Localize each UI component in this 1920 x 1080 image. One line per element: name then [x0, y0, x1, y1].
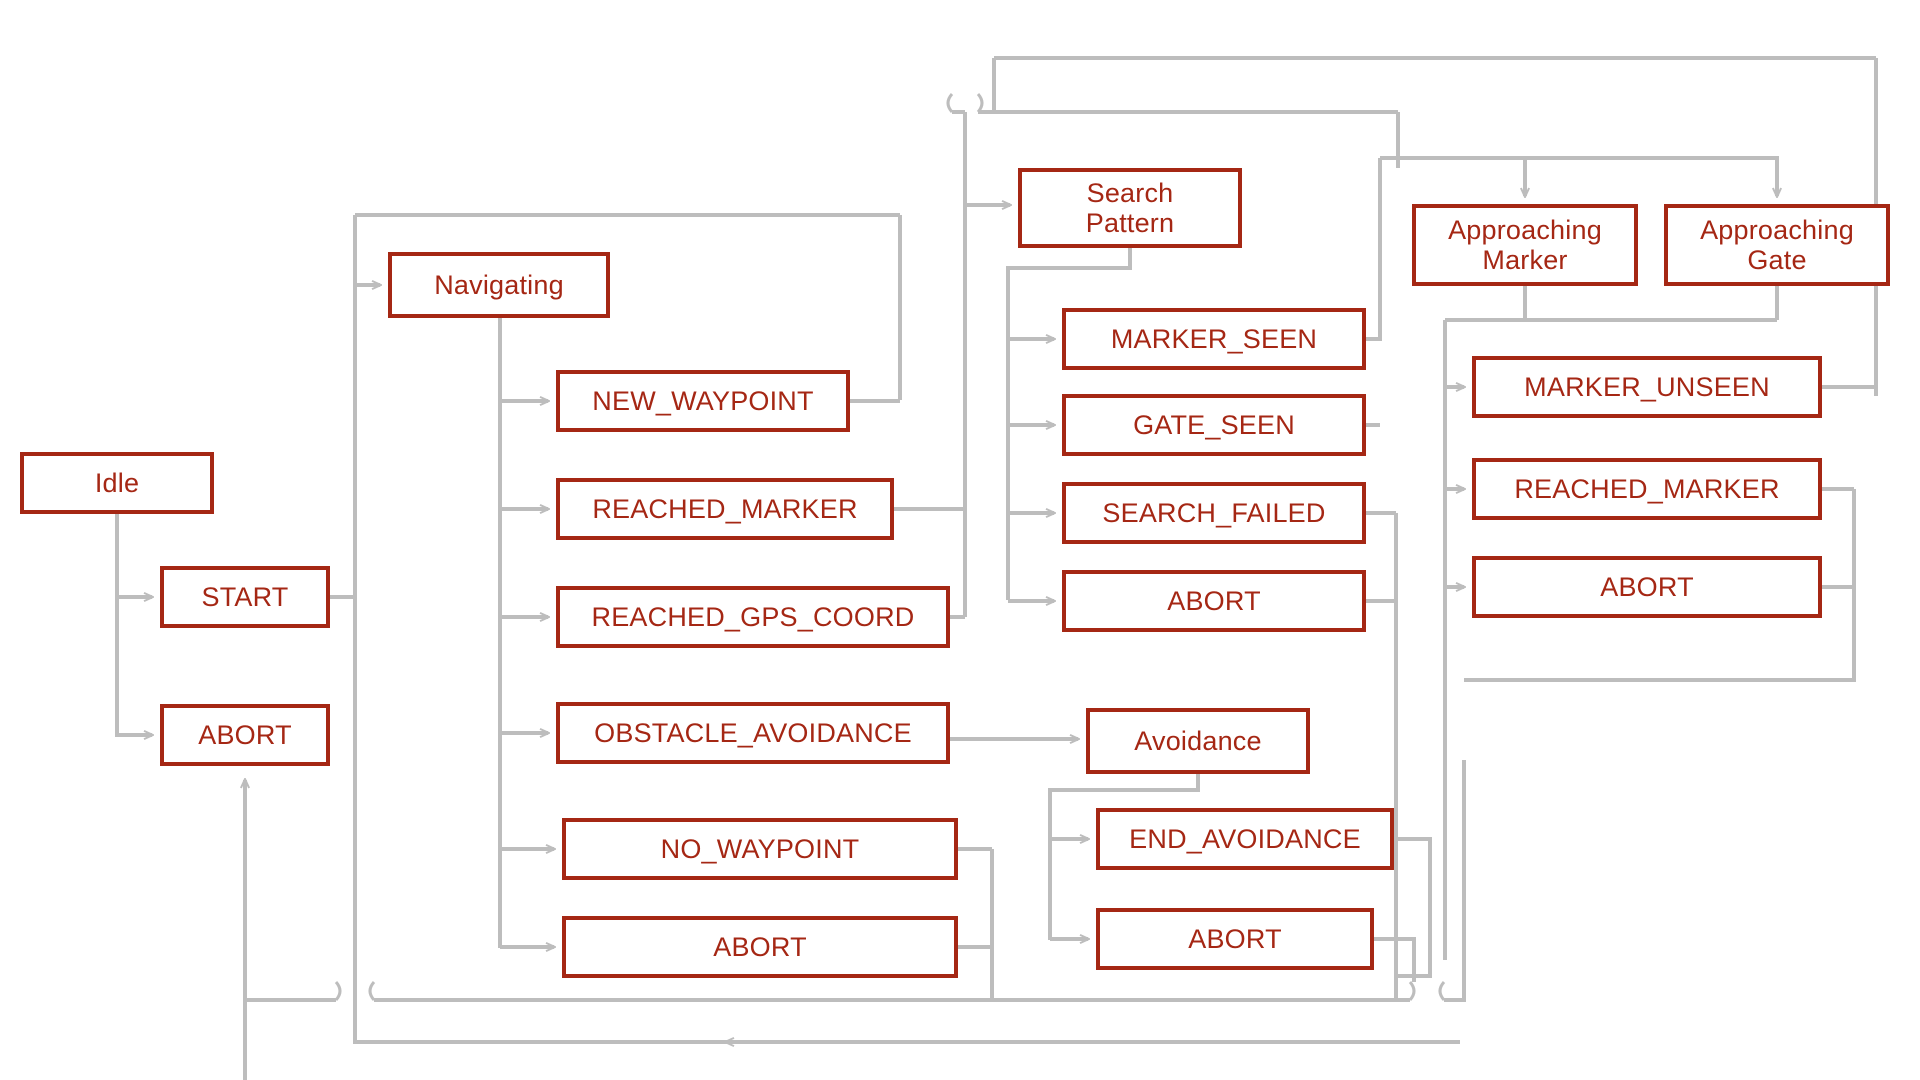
event-marker-seen[interactable]: MARKER_SEEN [1062, 308, 1366, 370]
bridge-top-b [976, 93, 984, 113]
edge-bottom-bus-e [1444, 760, 1466, 1002]
edge-app-right-down [1464, 489, 1856, 682]
event-end-avoidance[interactable]: END_AVOIDANCE [1096, 808, 1394, 870]
event-abort-search-label: ABORT [1167, 585, 1261, 616]
event-search-failed-label: SEARCH_FAILED [1102, 497, 1326, 528]
state-navigating[interactable]: Navigating [388, 252, 610, 318]
event-obstacle-avoidance-label: OBSTACLE_AVOIDANCE [594, 717, 912, 748]
event-abort-nav[interactable]: ABORT [562, 916, 958, 978]
event-reached-marker-nav[interactable]: REACHED_MARKER [556, 478, 894, 540]
event-abort-approach-label: ABORT [1600, 571, 1694, 602]
event-reached-gps-coord[interactable]: REACHED_GPS_COORD [556, 586, 950, 648]
edge-avoidance-bus [1048, 774, 1200, 940]
state-approaching-gate[interactable]: Approaching Gate [1664, 204, 1890, 286]
state-search-pattern-label: Search Pattern [1085, 177, 1175, 238]
event-reached-marker-nav-label: REACHED_MARKER [592, 493, 858, 524]
edge-abort-avoidance-out [1374, 937, 1416, 982]
state-idle-label: Idle [94, 467, 140, 498]
event-abort-approach[interactable]: ABORT [1472, 556, 1822, 618]
edge-sp-bus [1006, 248, 1132, 600]
event-reached-marker-approach-label: REACHED_MARKER [1514, 473, 1780, 504]
edge-to-approaching-marker [1380, 156, 1525, 196]
event-new-waypoint[interactable]: NEW_WAYPOINT [556, 370, 850, 432]
edge-to-approaching-gate [1380, 156, 1777, 196]
event-no-waypoint-label: NO_WAYPOINT [660, 833, 860, 864]
event-reached-marker-approach[interactable]: REACHED_MARKER [1472, 458, 1822, 520]
bridge-bottom-right [1408, 981, 1446, 1001]
edge-marker-seen-out [1366, 158, 1382, 341]
event-gate-seen-label: GATE_SEEN [1133, 409, 1295, 440]
event-reached-gps-coord-label: REACHED_GPS_COORD [591, 601, 915, 632]
event-abort-idle[interactable]: ABORT [160, 704, 330, 766]
event-abort-avoidance-label: ABORT [1188, 923, 1282, 954]
event-abort-nav-label: ABORT [713, 931, 807, 962]
event-start-label: START [201, 581, 289, 612]
edge-nav-container-bottom [353, 1022, 1460, 1044]
event-gate-seen[interactable]: GATE_SEEN [1062, 394, 1366, 456]
state-search-pattern[interactable]: Search Pattern [1018, 168, 1242, 248]
state-approaching-marker-label: Approaching Marker [1448, 214, 1602, 275]
edge-idle-to-abort [115, 597, 152, 735]
state-approaching-marker[interactable]: Approaching Marker [1412, 204, 1638, 286]
event-marker-unseen-label: MARKER_UNSEEN [1524, 371, 1770, 402]
state-navigating-label: Navigating [434, 269, 564, 300]
event-marker-unseen[interactable]: MARKER_UNSEEN [1472, 356, 1822, 418]
event-obstacle-avoidance[interactable]: OBSTACLE_AVOIDANCE [556, 702, 950, 764]
event-abort-avoidance[interactable]: ABORT [1096, 908, 1374, 970]
bridge-bottom-left [334, 981, 376, 1001]
event-marker-seen-label: MARKER_SEEN [1110, 323, 1318, 354]
event-abort-search[interactable]: ABORT [1062, 570, 1366, 632]
event-end-avoidance-label: END_AVOIDANCE [1129, 823, 1361, 854]
event-abort-idle-label: ABORT [198, 719, 292, 750]
bridge-top-a [946, 93, 954, 113]
state-idle[interactable]: Idle [20, 452, 214, 514]
event-no-waypoint[interactable]: NO_WAYPOINT [562, 818, 958, 880]
event-start[interactable]: START [160, 566, 330, 628]
state-avoidance[interactable]: Avoidance [1086, 708, 1310, 774]
state-approaching-gate-label: Approaching Gate [1700, 214, 1854, 275]
state-avoidance-label: Avoidance [1134, 725, 1262, 756]
event-search-failed[interactable]: SEARCH_FAILED [1062, 482, 1366, 544]
event-new-waypoint-label: NEW_WAYPOINT [592, 385, 814, 416]
